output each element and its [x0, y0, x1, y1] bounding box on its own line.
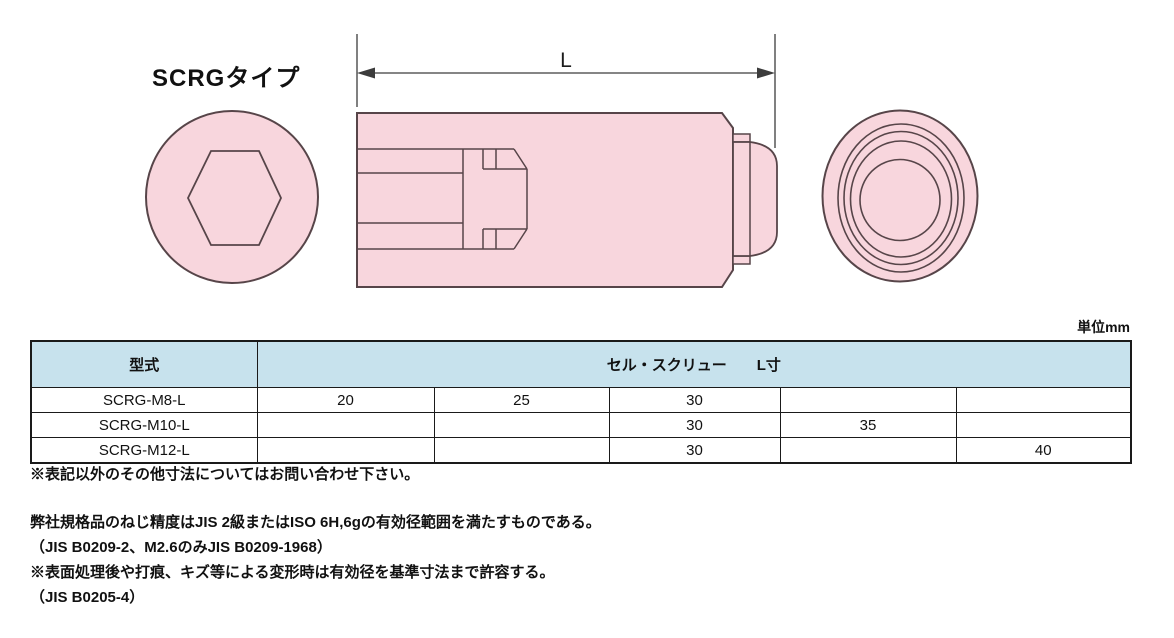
value-cell: 20: [256, 387, 435, 413]
spec-table: 型式 セル・スクリュー L寸 SCRG-M8-L 20 25 30 SCRG-M…: [30, 340, 1133, 464]
rear-outline: [821, 109, 979, 283]
tip-cone-lines: [482, 148, 528, 250]
arrow-right-icon: [757, 67, 775, 79]
model-cell: SCRG-M12-L: [30, 437, 258, 464]
dimension-label: L: [560, 49, 572, 72]
table-row: SCRG-M8-L 20 25 30: [30, 387, 1132, 413]
note-line: ※表面処理後や打痕、キズ等による変形時は有効径を基準寸法まで許容する。: [30, 564, 555, 581]
hex-socket-icon: [186, 150, 282, 246]
dimension-lines: [356, 34, 776, 148]
value-cell: 25: [433, 387, 610, 413]
value-cell: 30: [608, 387, 781, 413]
dimension-L: L: [356, 34, 776, 148]
value-cell: 35: [779, 412, 957, 438]
header-model: 型式: [30, 340, 258, 388]
note-line: 弊社規格品のねじ精度はJIS 2級またはISO 6H,6gの有効径範囲を満たすも…: [30, 514, 601, 531]
value-cell: [256, 412, 435, 438]
value-cell: [433, 412, 610, 438]
rear-ring-2: [843, 130, 959, 266]
value-cell: 30: [608, 437, 781, 464]
model-cell: SCRG-M10-L: [30, 412, 258, 438]
unit-label: 単位mm: [1077, 319, 1130, 335]
dome-tip-outline: [732, 141, 778, 257]
note-line: ※表記以外のその他寸法についてはお問い合わせ下さい。: [30, 466, 420, 483]
table-header-row: 型式 セル・スクリュー L寸: [30, 340, 1132, 388]
rear-inner-circle: [859, 158, 941, 242]
table-row: SCRG-M12-L 30 40: [30, 437, 1132, 464]
flange-tab-bottom: [732, 255, 751, 265]
rear-view: [821, 109, 979, 283]
page-title: SCRGタイプ: [152, 65, 301, 92]
value-cell: [779, 437, 957, 464]
model-cell: SCRG-M8-L: [30, 387, 258, 413]
header-l-dimension: セル・スクリュー L寸: [256, 340, 1132, 388]
value-cell: 30: [608, 412, 781, 438]
body-outline: [356, 112, 734, 288]
note-line: （JIS B0209-2、M2.6のみJIS B0209-1968）: [30, 539, 332, 556]
rear-ring-3: [849, 140, 953, 258]
value-cell: 40: [955, 437, 1132, 464]
technical-drawing: L: [145, 34, 979, 288]
front-outline: [145, 110, 319, 284]
side-view: [356, 112, 778, 288]
rear-ring-1: [837, 123, 965, 273]
table-row: SCRG-M10-L 30 35: [30, 412, 1132, 438]
value-cell: [779, 387, 957, 413]
hex-socket-lines: [357, 148, 514, 250]
note-line: （JIS B0205-4）: [30, 589, 145, 606]
value-cell: [256, 437, 435, 464]
value-cell: [955, 387, 1132, 413]
front-view: [145, 110, 319, 284]
value-cell: [433, 437, 610, 464]
arrow-left-icon: [357, 67, 375, 79]
flange-tab-top: [732, 133, 751, 143]
value-cell: [955, 412, 1132, 438]
